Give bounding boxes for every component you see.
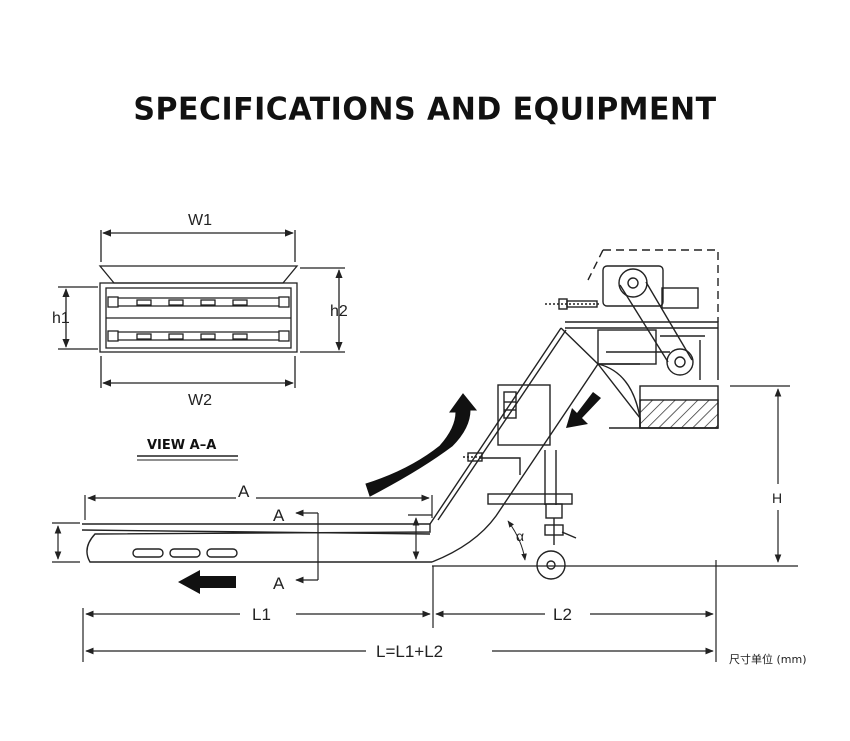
conveyor-body (81, 249, 719, 580)
dim-L2-label: L2 (553, 605, 572, 624)
unit-note: 尺寸单位 (mm) (729, 653, 807, 666)
section-A-bottom-label: A (273, 574, 285, 593)
dim-L-total-label: L=L1+L2 (376, 642, 443, 661)
h2-label: h2 (330, 303, 348, 320)
flow-arrow-up (365, 393, 478, 497)
h1-label: h1 (52, 310, 70, 327)
section-view (58, 229, 345, 388)
alpha-label: α (516, 528, 524, 544)
view-label: VIEW A–A (147, 438, 216, 453)
dim-H-label: H (772, 490, 782, 506)
dim-L1-label: L1 (252, 605, 271, 624)
dimension-lines (52, 385, 798, 662)
w2-label: W2 (188, 392, 212, 409)
dim-A-label: A (238, 482, 250, 501)
section-A-top-label: A (273, 506, 285, 525)
flow-arrow-down (566, 392, 601, 428)
page-title: SPECIFICATIONS AND EQUIPMENT (133, 91, 717, 128)
discharge-arrow (178, 570, 236, 594)
w1-label: W1 (188, 212, 212, 229)
